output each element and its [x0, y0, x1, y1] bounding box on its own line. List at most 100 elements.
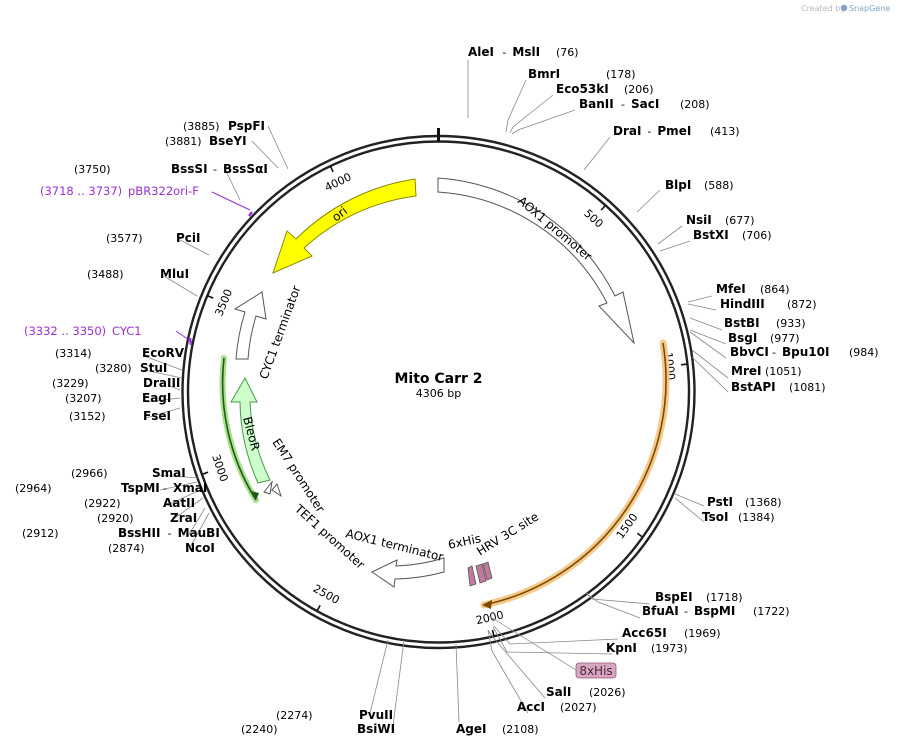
- site-acci[interactable]: AccI(2027): [517, 700, 597, 714]
- site-ncoi[interactable]: NcoI (2874): [108, 541, 215, 555]
- site-fsei[interactable]: FseI(3152): [69, 409, 171, 423]
- site-draiii[interactable]: DraIII(3229): [52, 376, 180, 390]
- site-name-2: Bpu10I: [782, 345, 829, 359]
- cyc1-terminator-label: CYC1 terminator: [257, 284, 304, 381]
- site-name: BseYI: [209, 134, 247, 148]
- site-name: NcoI: [185, 541, 215, 555]
- site-bspei[interactable]: BspEI(1718): [655, 590, 743, 604]
- site-name-2: MslI: [512, 45, 540, 59]
- his6-tag-marker[interactable]: [467, 565, 477, 587]
- site-pcii[interactable]: PciI(3577): [106, 231, 201, 245]
- site-position: (3229): [52, 377, 89, 390]
- site-bfuai[interactable]: BfuAI-BspMI(1722): [642, 604, 790, 618]
- site-position: (1973): [651, 642, 688, 655]
- site-hindiii[interactable]: HindIII(872): [720, 297, 817, 311]
- bleor-cds-line[interactable]: [221, 357, 257, 501]
- site-bsssi[interactable]: BssSI-BssSαI(3750): [74, 162, 268, 176]
- site-blpi[interactable]: BlpI(588): [665, 178, 734, 192]
- site-smai[interactable]: SmaI(2966): [71, 466, 186, 480]
- cds-line[interactable]: [483, 342, 667, 606]
- hrv3c-site-marker-1[interactable]: [475, 563, 487, 584]
- site-banii[interactable]: BanII-SacI(208): [579, 97, 710, 111]
- site-tspmi[interactable]: TspMI-XmaI(2964): [15, 481, 207, 495]
- tick-label-2500: 2500: [311, 582, 342, 607]
- site-kpni[interactable]: KpnI(1973): [606, 641, 688, 655]
- his8-box[interactable]: [575, 662, 617, 679]
- ori-arrow[interactable]: [272, 178, 417, 274]
- site-position: (1384): [738, 511, 775, 524]
- site-position: (588): [704, 179, 734, 192]
- plasmid-name: Mito Carr 2: [394, 371, 482, 387]
- site-name: EagI: [142, 391, 171, 405]
- site-nsii[interactable]: NsiI(677): [686, 213, 755, 227]
- site-agei[interactable]: AgeI(2108): [456, 722, 539, 736]
- site-mfei[interactable]: MfeI(864): [716, 282, 790, 296]
- site-sali[interactable]: SalI(2026): [546, 685, 626, 699]
- site-mlui[interactable]: MluI(3488): [87, 267, 189, 281]
- site-position: (872): [787, 298, 817, 311]
- site-name-2: XmaI: [173, 481, 207, 495]
- site-alei[interactable]: AleI-MslI(76): [468, 45, 579, 59]
- restriction-sites: AleI-MslI(76) BmrI(178)Eco53kI(206)BanII-…: [15, 45, 879, 736]
- site-pvuii[interactable]: PvuII(2274): [276, 708, 393, 722]
- site-position: (2964): [15, 482, 52, 495]
- site-mrei[interactable]: MreI(1051): [731, 364, 802, 378]
- site-acc65i[interactable]: Acc65I(1969): [622, 626, 721, 640]
- site-name: AatII: [163, 496, 195, 510]
- site-bsshii[interactable]: BssHII-MauBI(2912): [22, 526, 220, 540]
- site-ecorv[interactable]: EcoRV(3314): [55, 346, 185, 360]
- site-bstbi[interactable]: BstBI(933): [724, 316, 806, 330]
- site-name: BstBI: [724, 316, 760, 330]
- site-separator: -: [647, 125, 651, 138]
- primer-pbr322ori-f-mark[interactable]: [248, 211, 253, 217]
- site-name: BstXI: [693, 228, 729, 242]
- site-eco53ki[interactable]: Eco53kI(206): [556, 82, 654, 96]
- site-name: TspMI: [121, 481, 160, 495]
- site-separator: -: [213, 163, 217, 176]
- site-bstapi[interactable]: BstAPI(1081): [731, 380, 826, 394]
- primer-cyc1-name: CYC1: [112, 324, 142, 338]
- site-drai[interactable]: DraI-PmeI(413): [613, 124, 740, 138]
- site-psti[interactable]: PstI(1368): [707, 495, 782, 509]
- site-bstxi[interactable]: BstXI(706): [693, 228, 772, 242]
- site-bsgi[interactable]: BsgI(977): [728, 331, 800, 345]
- hrv3c-site-marker-2[interactable]: [482, 561, 493, 581]
- tef1-promoter-arrow[interactable]: [271, 482, 282, 498]
- site-name: AccI: [517, 700, 545, 714]
- bleor-arrow[interactable]: [230, 376, 271, 484]
- tick-mark-4000: [329, 165, 334, 173]
- site-separator: -: [502, 46, 506, 59]
- site-position: (2874): [108, 542, 145, 555]
- site-name: Acc65I: [622, 626, 667, 640]
- site-bbvci[interactable]: BbvCI-Bpu10I(984): [730, 345, 879, 359]
- site-position: (3488): [87, 268, 124, 281]
- cyc1-terminator-arrow[interactable]: [233, 291, 267, 360]
- em7-promoter-arrow[interactable]: [263, 480, 273, 495]
- site-tsoi[interactable]: TsoI(1384): [702, 510, 775, 524]
- site-eagi[interactable]: EagI(3207): [65, 391, 171, 405]
- site-position: (1368): [745, 496, 782, 509]
- site-name: ZraI: [170, 511, 197, 525]
- site-name-2: SacI: [631, 97, 659, 111]
- aox1-terminator-arrow[interactable]: [371, 557, 445, 588]
- site-name: BfuAI: [642, 604, 679, 618]
- site-pspfi[interactable]: PspFI(3885): [183, 119, 265, 133]
- site-stui[interactable]: StuI(3280): [95, 361, 167, 375]
- site-bseyi[interactable]: BseYI(3881): [165, 134, 247, 148]
- watermark-brand: SnapGene: [849, 4, 890, 13]
- primer-cyc1-leader: [175, 330, 190, 341]
- site-name-2: PmeI: [657, 124, 691, 138]
- site-separator: -: [772, 346, 776, 359]
- site-aatii[interactable]: AatII (2922): [84, 496, 195, 510]
- site-bsiwi[interactable]: BsiWI(2240): [241, 722, 395, 736]
- cds-highlight: [480, 339, 670, 609]
- site-zrai[interactable]: ZraI(2920): [97, 511, 197, 525]
- primer-pbr322ori-f-range: (3718 .. 3737): [40, 184, 122, 198]
- site-bmri[interactable]: BmrI(178): [528, 67, 636, 81]
- plasmid-length: 4306 bp: [416, 387, 461, 400]
- primer-cyc1-mark[interactable]: [188, 337, 193, 346]
- aox1-promoter-arrow[interactable]: [437, 177, 635, 345]
- site-position: (2922): [84, 497, 121, 510]
- site-position: (3577): [106, 232, 143, 245]
